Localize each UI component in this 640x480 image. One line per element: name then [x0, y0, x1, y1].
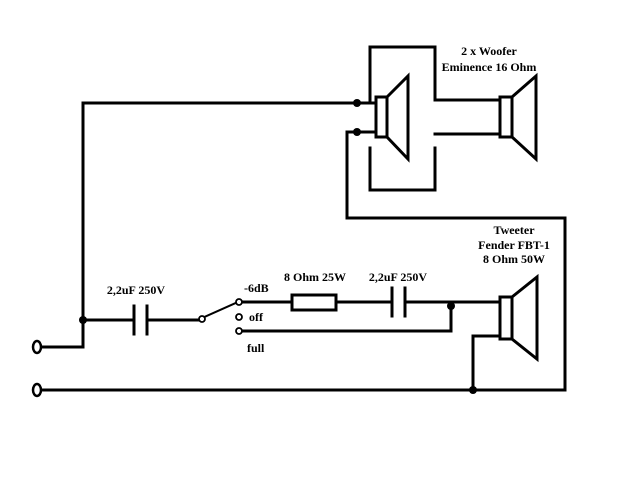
woofer-speaker-2: [498, 72, 538, 163]
switch-contacts: [198, 298, 243, 335]
capacitor-1: [132, 304, 149, 336]
woofer-label-line1: 2 x Woofer: [461, 44, 517, 58]
switch-label-full: full: [247, 341, 265, 355]
resistor: [290, 293, 338, 312]
capacitor-1-label: 2,2uF 250V: [107, 283, 166, 297]
switch-label-off: off: [249, 310, 264, 324]
woofer-enclosure: [368, 45, 502, 192]
woofer-label-line2: Eminence 16 Ohm: [442, 60, 537, 74]
switch-label-6db: -6dB: [244, 281, 269, 295]
tweeter-label-line1: Tweeter: [493, 223, 535, 237]
woofer-speaker-1: [374, 72, 410, 163]
capacitor-2: [390, 286, 407, 318]
tweeter-label-line2: Fender FBT-1: [478, 238, 550, 252]
junction-dots: [79, 99, 477, 394]
wiring: [38, 101, 567, 392]
tweeter-label-line3: 8 Ohm 50W: [483, 252, 545, 266]
input-terminals: [31, 339, 43, 398]
capacitor-2-label: 2,2uF 250V: [369, 270, 428, 284]
resistor-label: 8 Ohm 25W: [284, 270, 346, 284]
tweeter-speaker: [498, 273, 539, 363]
